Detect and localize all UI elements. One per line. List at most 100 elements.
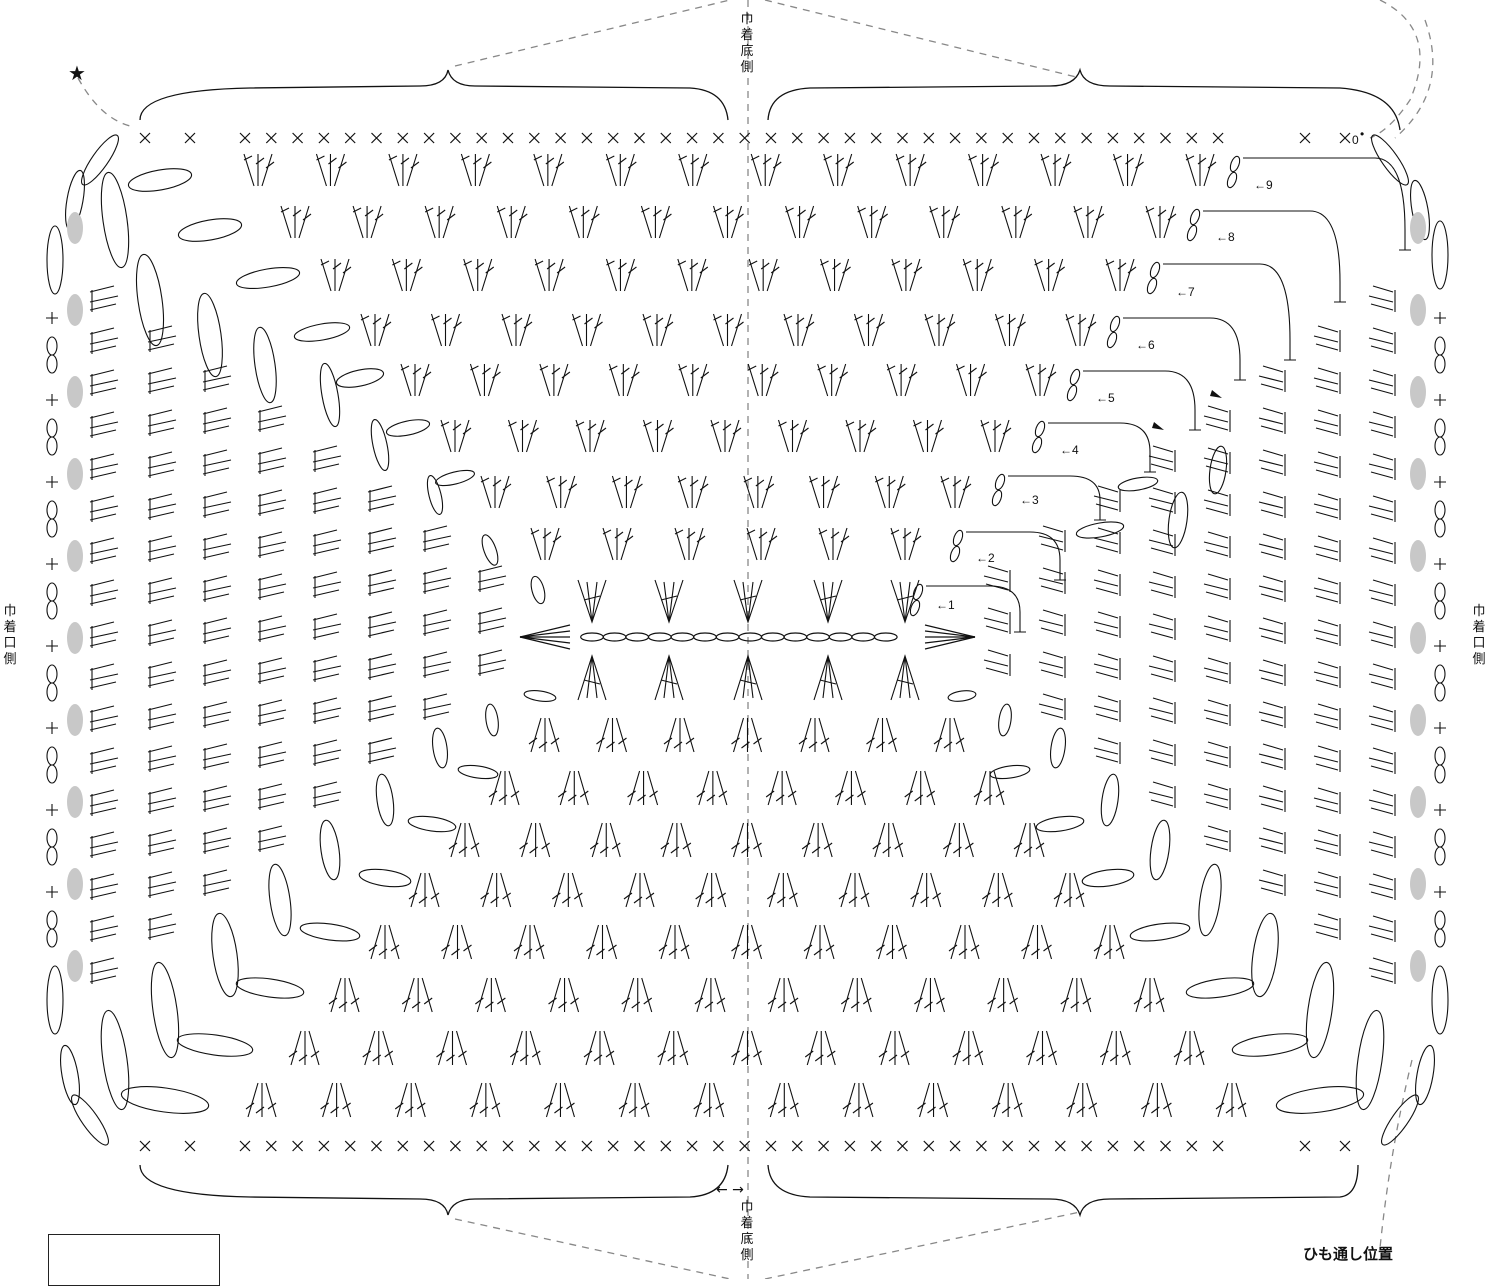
- treble-cluster: [953, 1031, 983, 1065]
- chain-loop: [989, 763, 1030, 780]
- chain-loop: [484, 703, 500, 736]
- treble-cluster: [321, 259, 351, 291]
- treble-cluster: [941, 476, 971, 508]
- treble-cluster: [1146, 206, 1176, 238]
- chain-zero-mark: 0: [1352, 133, 1359, 147]
- edge-loop: [47, 519, 57, 537]
- chain-loop: [1207, 445, 1230, 495]
- chain-loop: [1129, 920, 1191, 944]
- edge-tick: [1434, 722, 1446, 734]
- treble-cluster: [547, 476, 577, 508]
- cord-hole: [67, 622, 83, 654]
- treble-cluster: [841, 978, 871, 1012]
- arrowhead-icon: [1152, 422, 1164, 430]
- single-crochet-mark: [319, 133, 329, 143]
- bottom-right-brace: [768, 1165, 1358, 1215]
- label-char: 口: [0, 636, 20, 652]
- treble-cluster: [696, 873, 726, 907]
- edge-loop: [47, 583, 57, 601]
- center-end-fan: [520, 637, 570, 643]
- treble-cluster: [732, 1031, 762, 1065]
- chain-loop: [997, 703, 1013, 736]
- single-crochet-mark: [582, 1141, 592, 1151]
- side-stitch-cell: [258, 784, 286, 810]
- chain-loop: [430, 727, 449, 769]
- single-crochet-mark: [1003, 1141, 1013, 1151]
- treble-cluster: [606, 259, 636, 291]
- single-crochet-mark: [185, 1141, 195, 1151]
- side-stitch-cell: [1259, 702, 1285, 728]
- edge-tick: [1434, 476, 1446, 488]
- treble-cluster: [802, 823, 832, 857]
- side-stitch-cell: [1259, 492, 1285, 518]
- side-stitch-cell: [1314, 578, 1340, 604]
- treble-cluster: [914, 420, 944, 452]
- treble-cluster: [442, 925, 472, 959]
- edge-tick: [1434, 394, 1446, 406]
- edge-border: [46, 131, 1448, 1149]
- side-stitch-cell: [258, 532, 286, 558]
- treble-cluster: [1066, 314, 1096, 346]
- edge-tick: [46, 886, 58, 898]
- treble-cluster: [437, 1031, 467, 1065]
- treble-cluster: [839, 873, 869, 907]
- treble-cluster: [1027, 1031, 1057, 1065]
- edge-tick: [46, 722, 58, 734]
- chain-loop: [523, 689, 556, 703]
- single-crochet-mark: [950, 133, 960, 143]
- single-crochet-mark: [266, 133, 276, 143]
- treble-cluster: [409, 873, 439, 907]
- row-start-loop: [1109, 315, 1122, 333]
- row-start-loop: [912, 583, 925, 601]
- side-stitch-cell: [1259, 576, 1285, 602]
- row-start-loop: [1146, 277, 1159, 295]
- side-stitch-cell: [90, 538, 118, 564]
- treble-cluster: [425, 206, 455, 238]
- center-end-fan: [520, 625, 570, 637]
- treble-cluster: [930, 206, 960, 238]
- border-chain-loop: [47, 966, 63, 1034]
- treble-cluster: [748, 364, 778, 396]
- chain-loop: [947, 689, 976, 703]
- treble-cluster: [535, 259, 565, 291]
- treble-cluster: [675, 528, 705, 560]
- side-stitch-cell: [90, 622, 118, 648]
- chain-loop: [120, 1082, 210, 1118]
- cord-hole: [67, 212, 83, 244]
- side-stitch-cell: [148, 830, 176, 856]
- side-stitch-cell: [258, 658, 286, 684]
- cord-hole: [67, 294, 83, 326]
- single-crochet-mark: [1108, 133, 1118, 143]
- treble-cluster: [804, 925, 834, 959]
- treble-cluster: [824, 154, 854, 186]
- treble-cluster: [389, 154, 419, 186]
- side-stitch-cell: [90, 328, 118, 354]
- side-stitch-cell: [203, 366, 231, 392]
- chain-stitch: [784, 633, 807, 641]
- chain-loop: [176, 1030, 254, 1060]
- side-stitch-cell: [90, 286, 118, 312]
- single-crochet-mark: [450, 133, 460, 143]
- treble-cluster: [891, 528, 921, 560]
- side-stitch-cell: [90, 496, 118, 522]
- row-number-label: ←3: [1020, 493, 1039, 507]
- side-stitch-cell: [1204, 574, 1230, 600]
- treble-cluster: [316, 154, 346, 186]
- side-stitch-cell: [984, 608, 1010, 634]
- treble-cluster: [918, 1083, 948, 1117]
- side-stitch-cell: [1314, 872, 1340, 898]
- treble-cluster: [624, 873, 654, 907]
- side-stitch-cell: [1204, 700, 1230, 726]
- treble-cluster: [619, 1083, 649, 1117]
- side-stitch-cell: [1204, 406, 1230, 432]
- row-start-loop: [1034, 420, 1047, 438]
- treble-cluster: [558, 771, 588, 805]
- side-stitch-cell: [1369, 874, 1395, 900]
- cord-hole: [1410, 294, 1426, 326]
- chain-stitch: [739, 633, 762, 641]
- side-stitch-cell: [1314, 410, 1340, 436]
- border-chain-loop: [47, 226, 63, 294]
- side-stitch-cell: [368, 654, 396, 680]
- cord-hole: [67, 704, 83, 736]
- treble-cluster: [609, 364, 639, 396]
